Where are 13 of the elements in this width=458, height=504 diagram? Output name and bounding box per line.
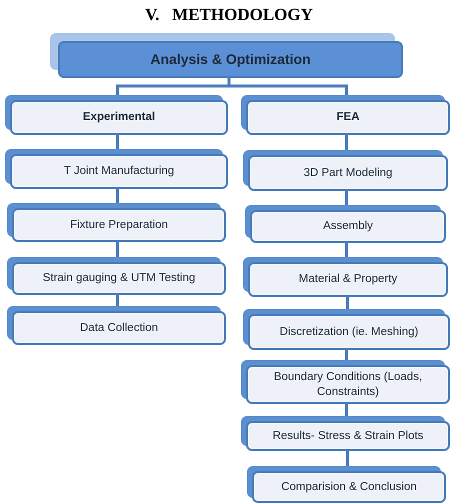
connector-line <box>345 350 348 362</box>
connector-line <box>345 191 348 207</box>
connector-line <box>345 243 348 259</box>
connector-line <box>346 451 349 468</box>
connector-line <box>345 404 348 418</box>
connector-line <box>116 135 119 151</box>
title: V. METHODOLOGY <box>144 4 314 26</box>
connector-line <box>346 297 349 311</box>
connector-line <box>345 135 348 152</box>
connector-line <box>228 78 348 97</box>
connector-line <box>116 189 119 205</box>
connector-line <box>116 242 119 259</box>
connector-line <box>116 295 119 308</box>
